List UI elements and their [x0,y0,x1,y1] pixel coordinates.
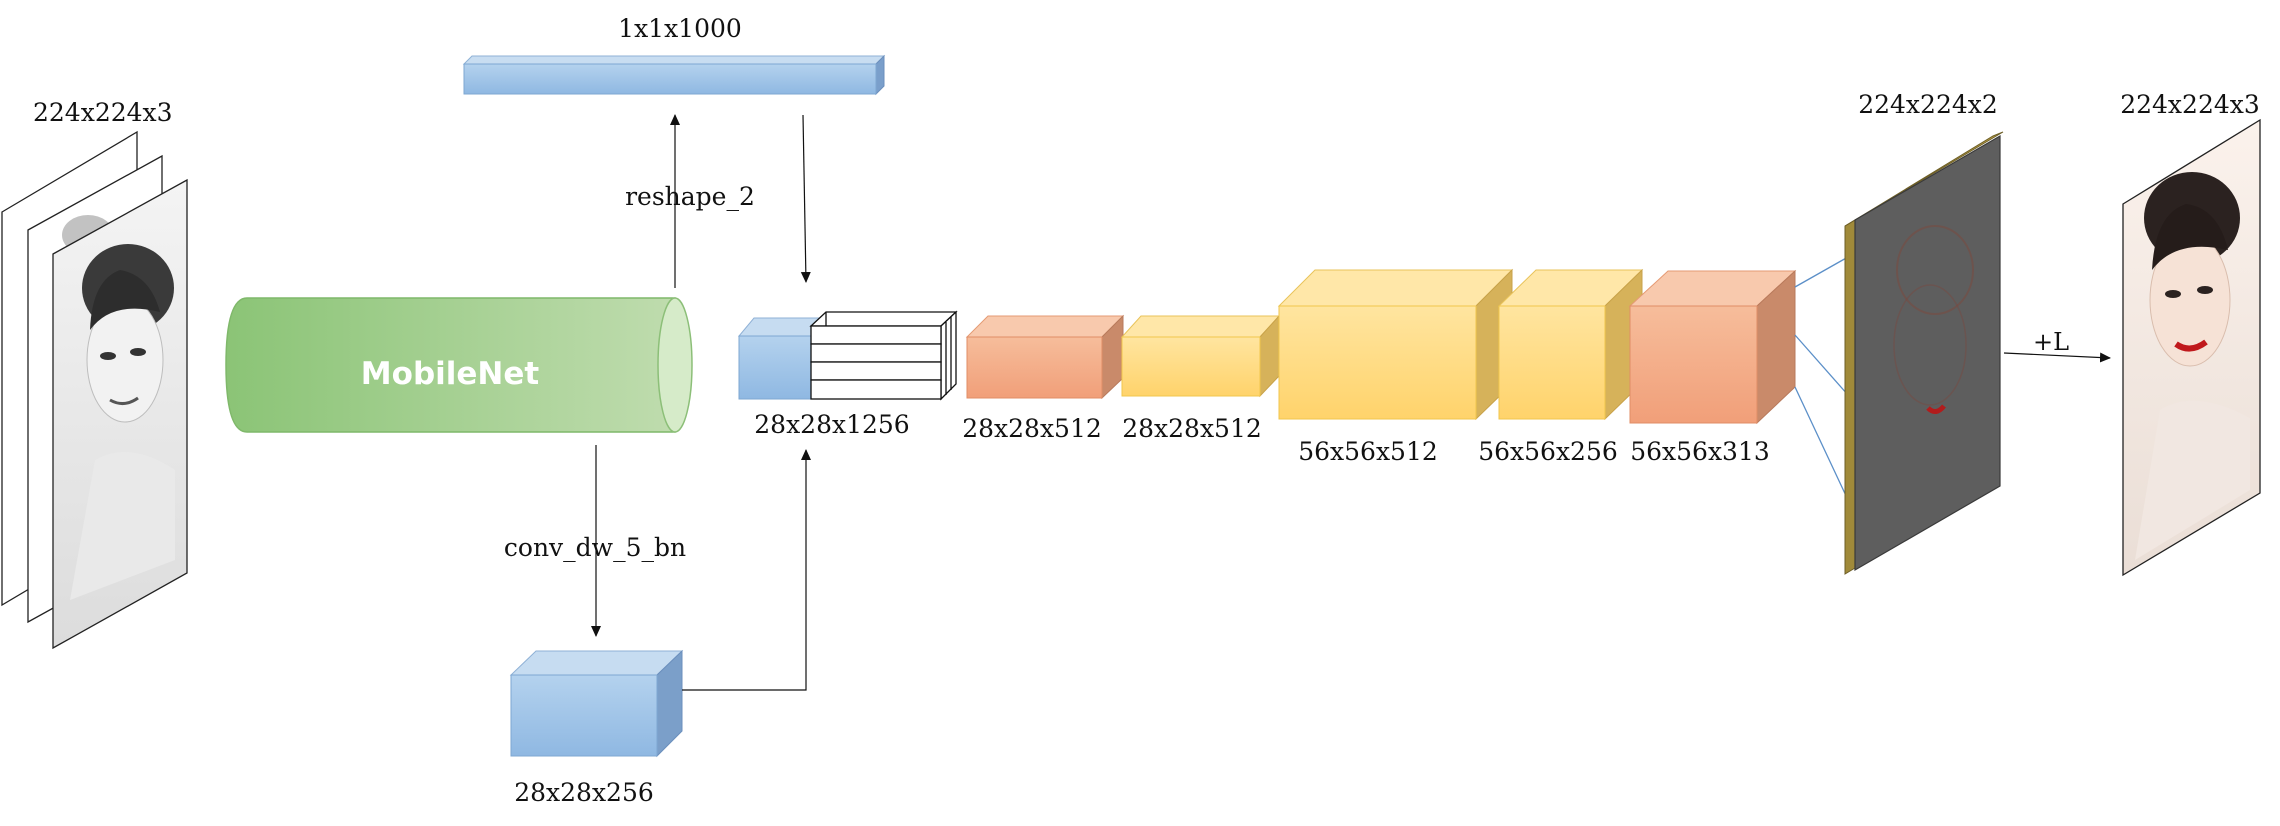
plus-l-arrow [2003,352,2111,363]
ab-size-label: 224x224x2 [1858,90,1998,119]
mobilenet-encoder [225,297,693,433]
side-to-fusion-arrow [682,449,811,691]
side-feature-block [509,649,684,758]
decoder-block-2 [1120,314,1281,398]
fusion-block [737,310,958,401]
decoder-block-3 [1277,268,1514,421]
input-grayscale-images [1,130,188,650]
decoder-2-label: 28x28x512 [1122,414,1262,443]
input-size-label: 224x224x3 [33,98,173,127]
fusion-label: 28x28x1256 [754,410,909,439]
ab-output-panel [1844,131,2004,575]
decoder-block-4 [1497,268,1644,421]
decoder-1-label: 28x28x512 [962,414,1102,443]
output-color-image [2122,118,2261,577]
encoder-name: MobileNet [361,356,540,392]
decoder-4-label: 56x56x256 [1478,437,1618,466]
output-size-label: 224x224x3 [2120,90,2260,119]
reshape-label: reshape_2 [625,182,755,211]
decoder-3-label: 56x56x512 [1298,437,1438,466]
fc-bar [462,54,886,96]
side-block-label: 28x28x256 [514,778,654,807]
decoder-block-1 [965,314,1125,400]
fc-to-fusion-arrow [800,114,811,283]
conv-dw-label: conv_dw_5_bn [504,533,686,562]
decoder-5-label: 56x56x313 [1630,437,1770,466]
decoder-block-5 [1628,269,1797,425]
fc-size-label: 1x1x1000 [618,14,742,43]
plus-l-label: +L [2033,328,2069,356]
upsample-lines [1794,256,1849,501]
